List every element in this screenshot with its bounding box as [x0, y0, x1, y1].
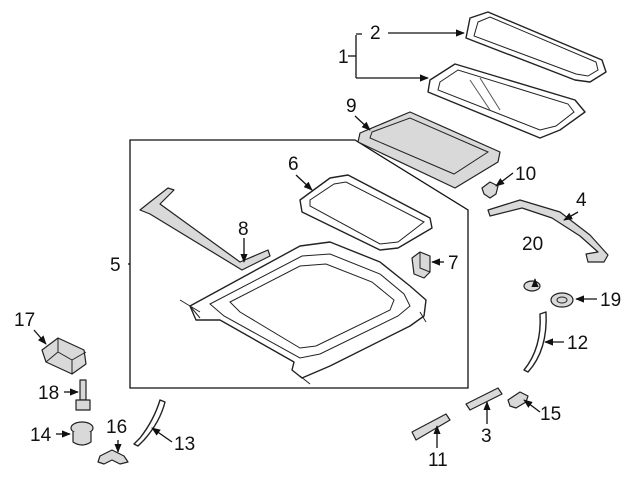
part-10-clip[interactable]: [481, 181, 499, 199]
callout-16[interactable]: 16: [106, 417, 127, 438]
part-3-strip[interactable]: [465, 387, 503, 411]
part-13-drain-hose[interactable]: [133, 399, 166, 447]
callout-1[interactable]: 1: [338, 47, 349, 68]
callout-19[interactable]: 19: [600, 290, 621, 311]
callouts: 1 2 9 6 10 4 5 8 7 20 19 12 15 3 11 13 1…: [14, 23, 621, 471]
part-12-drain-hose[interactable]: [523, 311, 547, 373]
callout-17[interactable]: 17: [14, 310, 35, 331]
callout-7[interactable]: 7: [448, 253, 459, 274]
callout-11[interactable]: 11: [428, 450, 448, 471]
part-14-grommet[interactable]: [70, 421, 94, 446]
assembly-box: [129, 139, 469, 389]
callout-8[interactable]: 8: [238, 219, 249, 240]
part-11-strip[interactable]: [411, 413, 451, 441]
part-5-frame[interactable]: [179, 241, 427, 385]
callout-13[interactable]: 13: [174, 434, 195, 455]
callout-9[interactable]: 9: [346, 96, 357, 117]
callout-15[interactable]: 15: [540, 404, 561, 425]
callout-10[interactable]: 10: [515, 164, 536, 185]
callout-5[interactable]: 5: [110, 255, 121, 276]
callout-3[interactable]: 3: [481, 426, 492, 447]
callout-18[interactable]: 18: [38, 383, 59, 404]
callout-20[interactable]: 20: [522, 234, 543, 255]
part-4-wind-deflector[interactable]: [487, 199, 609, 263]
part-18-bolt[interactable]: [75, 379, 91, 411]
part-19-grommet[interactable]: [550, 292, 574, 308]
part-16-hose-elbow[interactable]: [97, 449, 129, 465]
part-7-motor[interactable]: [411, 251, 431, 279]
callout-4[interactable]: 4: [576, 190, 587, 211]
part-2-glass-seal[interactable]: [465, 11, 607, 83]
callout-2[interactable]: 2: [370, 23, 381, 44]
part-20-plug[interactable]: [523, 280, 541, 292]
callout-14[interactable]: 14: [30, 425, 52, 446]
part-9-sunshade[interactable]: [357, 111, 501, 189]
part-8-side-rail[interactable]: [139, 187, 271, 271]
callout-12[interactable]: 12: [567, 333, 588, 354]
part-17-sensor[interactable]: [41, 337, 87, 375]
leader-lines: [33, 29, 597, 453]
callout-6[interactable]: 6: [288, 154, 299, 175]
part-1-glass-panel[interactable]: [427, 63, 586, 139]
part-6-seal[interactable]: [299, 174, 433, 251]
